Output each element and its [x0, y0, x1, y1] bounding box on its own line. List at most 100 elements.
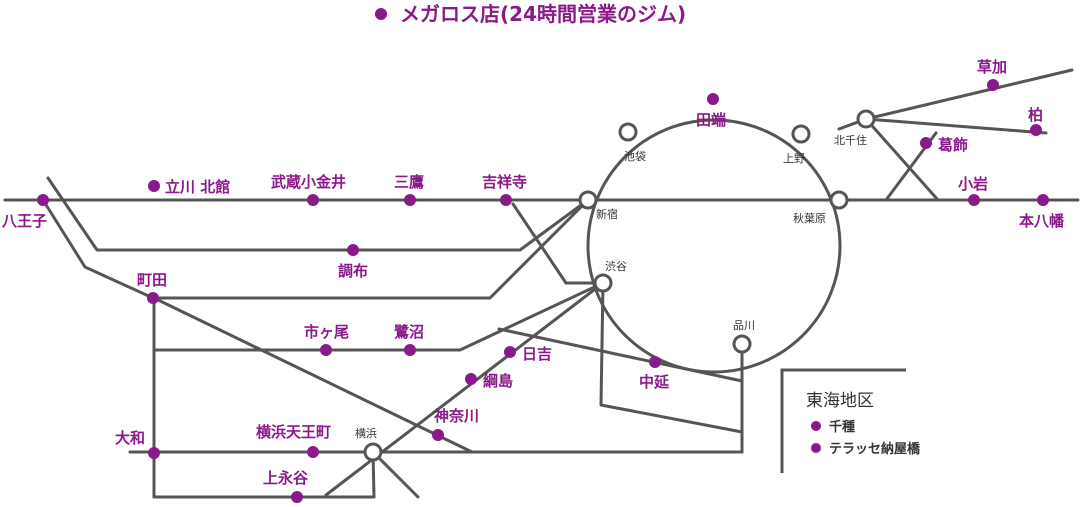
- gym-nakanobu[interactable]: 中延: [639, 356, 670, 391]
- gym-tachikawa-label: 立川 北館: [165, 178, 230, 196]
- kitasenju-branch-line: [864, 117, 940, 202]
- toyoko-line: [324, 281, 605, 497]
- gym-musashikoganei[interactable]: 武蔵小金井: [271, 173, 346, 206]
- gym-tabata-label: 田端: [696, 111, 726, 129]
- gym-koiwa[interactable]: 小岩: [958, 175, 988, 206]
- gym-machida-dot: [147, 292, 159, 304]
- tokai-legend: 東海地区 千種 テラッセ納屋橋: [780, 368, 921, 473]
- gym-souka-label: 草加: [977, 58, 1007, 76]
- gym-yamato-label: 大和: [115, 429, 145, 447]
- legend-item-terasse-nayabashi-label: テラッセ納屋橋: [829, 441, 921, 457]
- gym-hiyoshi-label: 日吉: [522, 345, 552, 363]
- legend-item-terasse-nayabashi[interactable]: テラッセ納屋橋: [811, 441, 921, 457]
- ueno-label: 上野: [783, 152, 805, 165]
- rail-lines: [3, 68, 1080, 499]
- gym-hiyoshi[interactable]: 日吉: [504, 345, 552, 363]
- ikebukuro-label: 池袋: [624, 149, 646, 163]
- keikyu-line: [371, 450, 420, 499]
- gym-motoyawata[interactable]: 本八幡: [1019, 194, 1065, 230]
- gym-koiwa-label: 小岩: [958, 175, 988, 193]
- gym-tsunashima-dot: [465, 373, 477, 385]
- hub-stations: 池袋 上野 北千住 新宿 秋葉原 渋谷 品川 横浜: [355, 109, 876, 462]
- gym-ichigao[interactable]: 市ヶ尾: [304, 323, 349, 356]
- gym-hiyoshi-dot: [504, 346, 516, 358]
- gym-ichigao-label: 市ヶ尾: [304, 323, 349, 341]
- gym-tachikawa-dot: [148, 180, 160, 192]
- gym-musashikoganei-dot: [307, 194, 319, 206]
- gym-katsushika-label: 葛飾: [937, 136, 968, 154]
- gym-katsushika[interactable]: 葛飾: [920, 136, 968, 154]
- gym-ichigao-dot: [320, 344, 332, 356]
- gym-tachikawa[interactable]: 立川 北館: [148, 178, 230, 196]
- gym-tsunashima-label: 綱島: [483, 372, 513, 390]
- legend-item-chikusa-dot: [811, 421, 821, 431]
- gym-kashiwa-dot: [1030, 124, 1042, 136]
- legend-item-chikusa-label: 千種: [829, 419, 855, 435]
- gym-tabata[interactable]: 田端: [696, 93, 726, 129]
- meguro-line: [599, 281, 744, 434]
- gym-kanagawa[interactable]: 神奈川: [432, 407, 479, 441]
- ikegami-line: [497, 327, 744, 383]
- gym-kanagawa-dot: [432, 429, 444, 441]
- yamanote-loop-line: [586, 118, 842, 374]
- gym-yokohamatennocho-label: 横浜天王町: [256, 423, 331, 441]
- gym-locations: 草加 柏 田端 葛飾 小岩 本八幡 八王子 立川 北館: [1, 58, 1065, 503]
- gym-yamato[interactable]: 大和: [115, 429, 160, 459]
- gym-saginuma-dot: [404, 344, 416, 356]
- gym-machida-label: 町田: [137, 271, 167, 289]
- joban-line: [864, 117, 1048, 135]
- gym-motoyawata-label: 本八幡: [1019, 212, 1065, 230]
- gym-yokohamatennocho[interactable]: 横浜天王町: [256, 423, 331, 458]
- shinjuku-label: 新宿: [596, 207, 618, 221]
- gym-souka[interactable]: 草加: [977, 58, 1007, 91]
- ikebukuro-station-marker: [618, 122, 638, 142]
- denentoshi-line: [152, 281, 605, 352]
- yokohama-line-diagonal: [152, 296, 474, 454]
- akihabara-label: 秋葉原: [793, 211, 826, 225]
- gym-hachioji-dot: [37, 194, 49, 206]
- legend-item-chikusa[interactable]: 千種: [811, 419, 855, 435]
- kitasenju-station-marker: [856, 109, 876, 129]
- gym-katsushika-dot: [920, 137, 932, 149]
- ueno-station-marker: [791, 124, 811, 144]
- gym-chofu-dot: [347, 244, 359, 256]
- gym-kamienaga[interactable]: 上永谷: [263, 469, 309, 503]
- gym-saginuma-label: 鷺沼: [394, 323, 424, 341]
- kitasenju-label: 北千住: [834, 133, 867, 147]
- shinjuku-station-marker: [578, 190, 598, 210]
- shinagawa-station-marker: [732, 334, 752, 354]
- blue-line-subway: [152, 450, 376, 499]
- gym-kamienaga-label: 上永谷: [263, 469, 309, 487]
- gym-chofu[interactable]: 調布: [338, 244, 368, 280]
- keio-line: [46, 176, 590, 252]
- gym-mitaka-dot: [404, 194, 416, 206]
- map-title: メガロス店(24時間営業のジム): [375, 2, 686, 26]
- gym-motoyawata-dot: [1037, 194, 1049, 206]
- yokohama-label: 横浜: [355, 426, 377, 440]
- gym-machida[interactable]: 町田: [137, 271, 167, 304]
- gym-kashiwa[interactable]: 柏: [1028, 106, 1043, 136]
- title-gym-dot: [375, 8, 387, 20]
- shinagawa-label: 品川: [733, 319, 755, 332]
- gym-tabata-dot: [707, 93, 719, 105]
- shibuya-station-marker: [593, 273, 613, 293]
- gym-kichijoji-dot: [500, 194, 512, 206]
- gym-hachioji-label: 八王子: [1, 212, 47, 230]
- gym-yamato-dot: [148, 447, 160, 459]
- gym-kichijoji[interactable]: 吉祥寺: [482, 173, 527, 206]
- inokashira-line: [511, 202, 568, 285]
- tobu-line: [864, 68, 1074, 121]
- gym-nakanobu-label: 中延: [639, 373, 670, 391]
- gym-mitaka[interactable]: 三鷹: [394, 173, 424, 206]
- gym-tsunashima[interactable]: 綱島: [465, 372, 513, 390]
- akihabara-station-marker: [829, 190, 849, 210]
- legend-frame: [780, 368, 906, 473]
- gym-koiwa-dot: [968, 194, 980, 206]
- gym-musashikoganei-label: 武蔵小金井: [271, 173, 346, 191]
- gym-saginuma[interactable]: 鷺沼: [394, 323, 424, 356]
- legend-title: 東海地区: [806, 391, 874, 411]
- gym-hachioji[interactable]: 八王子: [1, 194, 49, 230]
- gym-souka-dot: [987, 79, 999, 91]
- gym-yokohamatennocho-dot: [307, 446, 319, 458]
